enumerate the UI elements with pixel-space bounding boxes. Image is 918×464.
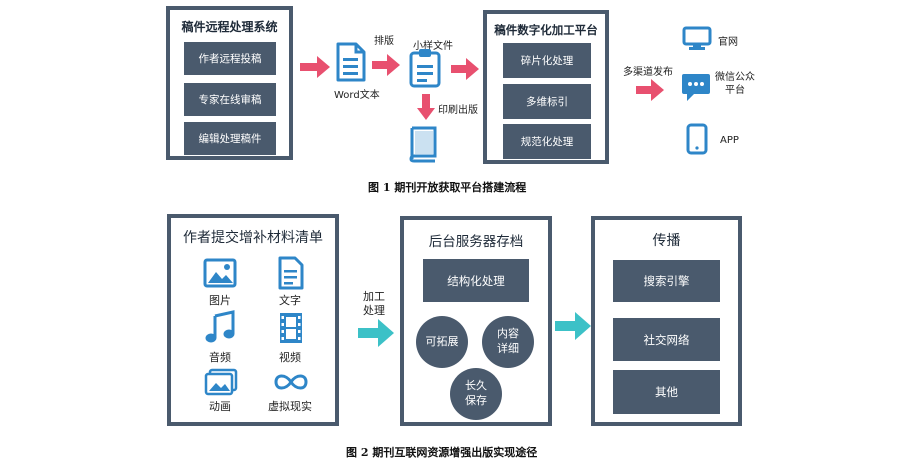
infinity-icon: [274, 374, 308, 390]
typeset-label: 排版: [374, 36, 394, 47]
app-label: APP: [720, 135, 739, 146]
detailed-content-circle: 内容详细: [482, 316, 534, 368]
panel-title: 稿件数字化加工平台: [494, 23, 598, 37]
multichannel-label: 多渠道发布: [623, 67, 673, 78]
media-label: 图片: [209, 294, 231, 307]
normalization-box: 规范化处理: [503, 124, 591, 159]
process-label-line2: 处理: [363, 304, 385, 318]
server-archive-panel: 后台服务器存档 结构化处理 可拓展 内容详细 长久保存: [400, 216, 552, 426]
print-publish-label: 印刷出版: [438, 105, 478, 116]
submission-box: 作者远程投稿: [184, 42, 276, 75]
arrow-right-icon: [372, 54, 400, 76]
digital-processing-platform-panel: 稿件数字化加工平台 碎片化处理 多维标引 规范化处理: [483, 10, 609, 164]
manuscript-remote-system-panel: 稿件远程处理系统 作者远程投稿 专家在线审稿 编辑处理稿件: [166, 6, 293, 160]
film-icon: [280, 313, 302, 343]
dissemination-panel: 传播 搜索引擎 社交网络 其他: [591, 216, 742, 426]
tablet-icon: [686, 123, 708, 155]
proof-file-label: 小样文件: [413, 41, 453, 52]
book-icon: [409, 126, 437, 163]
image-icon: [203, 258, 237, 288]
arrow-right-icon: [636, 79, 664, 101]
author-submission-panel: 作者提交增补材料清单 图片 文字 音频 视频: [167, 214, 339, 426]
clipboard-icon: [409, 49, 441, 88]
media-label: 视频: [279, 351, 301, 364]
fragmentation-box: 碎片化处理: [503, 43, 591, 78]
chat-bubble-icon: [682, 74, 710, 101]
media-label: 音频: [209, 351, 231, 364]
arrow-right-icon: [358, 319, 394, 347]
structuring-box: 结构化处理: [423, 259, 529, 302]
arrow-right-icon: [300, 56, 330, 78]
document-icon: [278, 256, 304, 290]
panel-title: 后台服务器存档: [428, 234, 524, 250]
process-label: 加工 处理: [359, 290, 389, 319]
long-term-storage-circle: 长久保存: [450, 368, 502, 420]
media-label: 动画: [209, 400, 231, 413]
media-label: 虚拟现实: [268, 400, 312, 413]
panel-title: 传播: [652, 233, 681, 249]
arrow-down-icon: [417, 94, 435, 120]
monitor-icon: [682, 26, 712, 50]
arrow-right-icon: [451, 58, 479, 80]
process-label-line1: 加工: [363, 290, 385, 303]
editing-box: 编辑处理稿件: [184, 122, 276, 155]
word-text-label: Word文本: [334, 90, 380, 101]
figure1-caption: 图 1 期刊开放获取平台搭建流程: [368, 181, 527, 194]
arrow-right-icon: [555, 312, 591, 340]
extensible-circle: 可拓展: [416, 316, 468, 368]
music-note-icon: [205, 310, 235, 343]
word-document-icon: [336, 42, 366, 82]
other-box: 其他: [613, 370, 720, 414]
social-network-box: 社交网络: [613, 318, 720, 361]
gallery-icon: [204, 368, 238, 396]
figure2-caption: 图 2 期刊互联网资源增强出版实现途径: [346, 446, 538, 459]
multidim-index-box: 多维标引: [503, 84, 591, 119]
wechat-label: 微信公众平台: [715, 72, 755, 96]
website-label: 官网: [718, 37, 738, 48]
search-engine-box: 搜索引擎: [613, 260, 720, 302]
panel-title: 作者提交增补材料清单: [183, 230, 323, 246]
media-label: 文字: [279, 294, 301, 307]
review-box: 专家在线审稿: [184, 83, 276, 116]
panel-title: 稿件远程处理系统: [181, 20, 278, 34]
